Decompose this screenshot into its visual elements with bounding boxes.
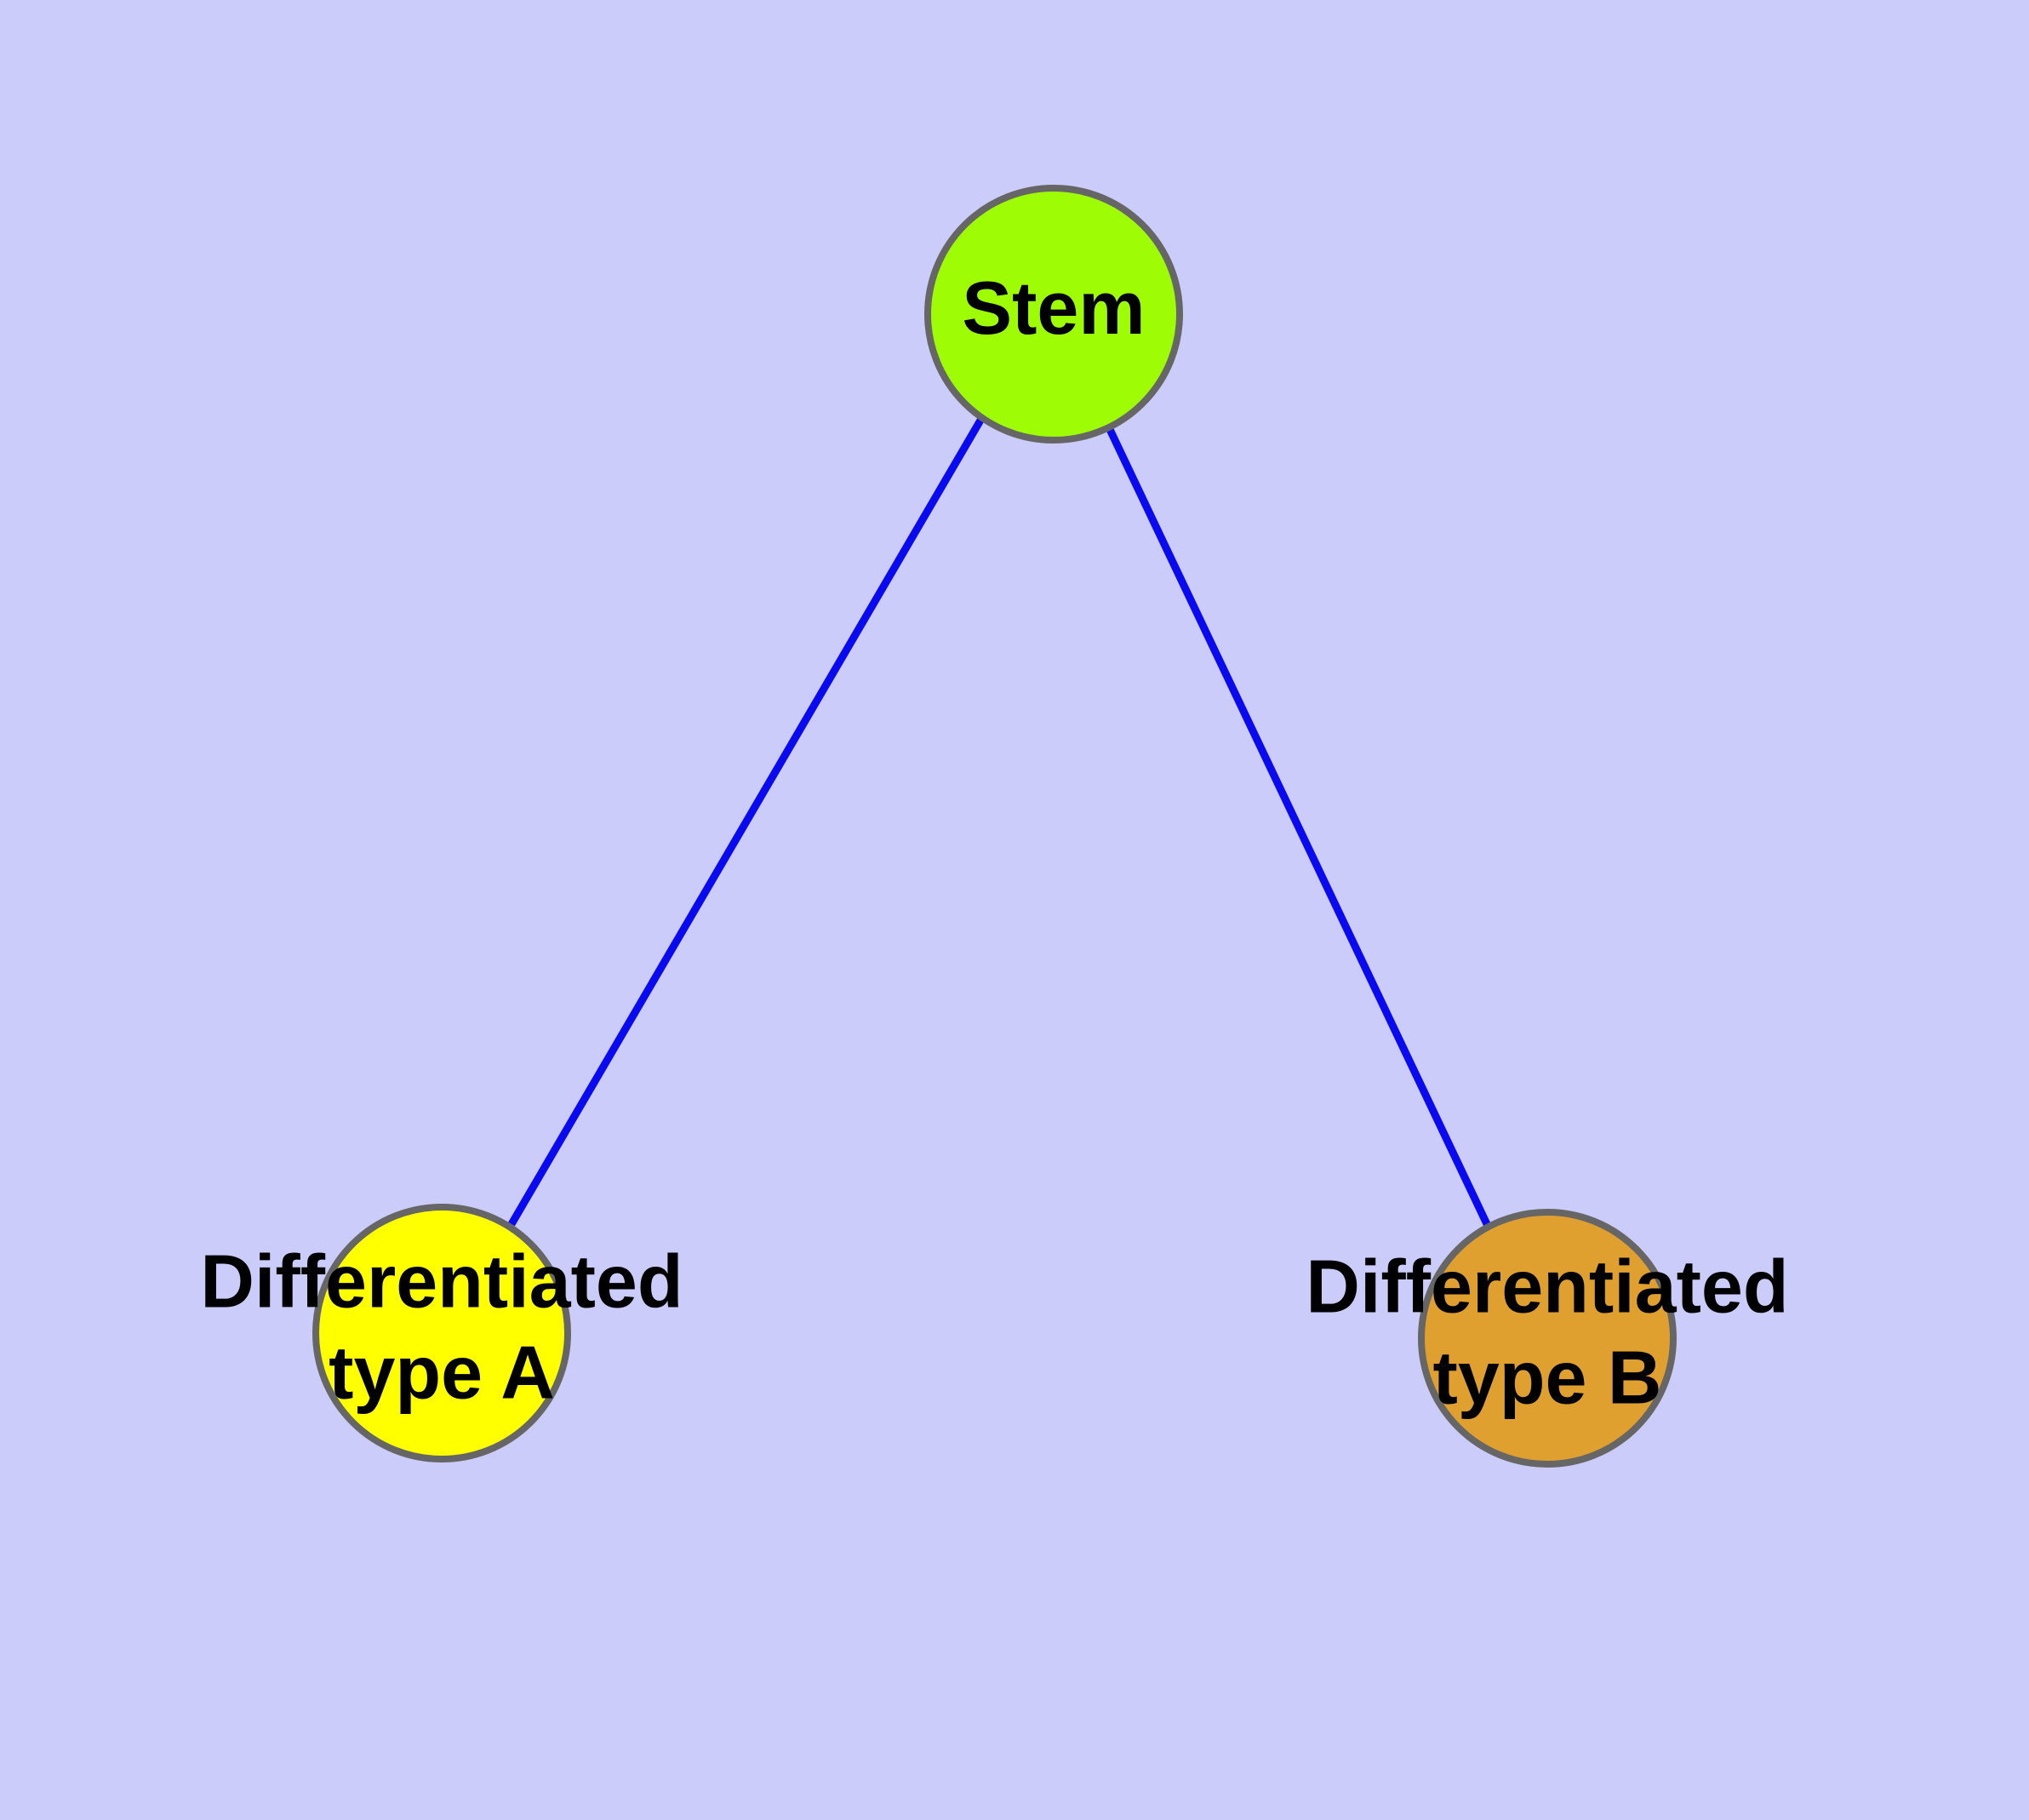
graph-node-diff_a[interactable] [312, 1204, 571, 1462]
graph-node-label-stem: Stem [962, 266, 1145, 350]
edges-layer [508, 416, 1492, 1228]
nodes-layer [312, 185, 1677, 1468]
graph-node-stem[interactable] [924, 185, 1183, 444]
graph-node-label-line: type A [329, 1331, 555, 1415]
graph-edge-stem-to-diff-a [508, 416, 985, 1227]
graph-node-label-line: Stem [962, 266, 1145, 350]
graph-node-label-line: Differentiated [200, 1239, 683, 1324]
graph-node-diff_b[interactable] [1418, 1209, 1677, 1468]
graph-node-label-line: Differentiated [1306, 1245, 1788, 1329]
graph-edge-stem-to-diff-b [1102, 421, 1492, 1228]
graph-node-label-line: type B [1433, 1336, 1662, 1420]
